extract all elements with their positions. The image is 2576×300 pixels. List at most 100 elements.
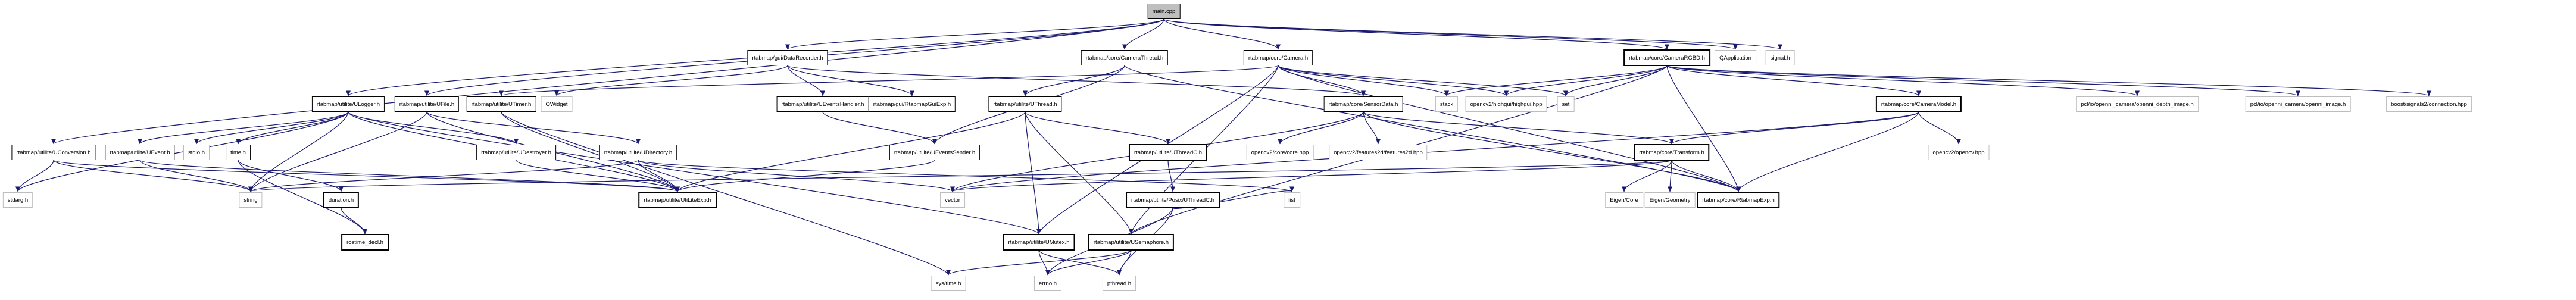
include-edge-camera-to-rtabmapexp bbox=[1278, 65, 1741, 192]
node-datarecorder[interactable]: rtabmap/gui/DataRecorder.h bbox=[747, 50, 828, 65]
include-edge-sensordata-to-transform bbox=[1363, 111, 1674, 145]
node-camera[interactable]: rtabmap/core/Camera.h bbox=[1243, 50, 1313, 65]
node-string: string bbox=[239, 192, 263, 208]
node-vector: vector bbox=[940, 192, 965, 208]
include-edge-main-to-uconversion bbox=[51, 18, 1164, 145]
node-umutex[interactable]: rtabmap/utilite/UMutex.h bbox=[1003, 234, 1075, 251]
include-edge-ulogger-to-umutex bbox=[348, 111, 1041, 235]
node-cameramodel[interactable]: rtabmap/core/CameraModel.h bbox=[1875, 96, 1962, 112]
node-main: main.cpp bbox=[1147, 4, 1181, 19]
node-utiliteexp[interactable]: rtabmap/utilite/UtiLiteExp.h bbox=[638, 192, 717, 208]
include-edge-uconversion-to-stdarg bbox=[15, 160, 54, 192]
node-ueventshandler[interactable]: rtabmap/utilite/UEventsHandler.h bbox=[776, 96, 869, 112]
include-edge-uconversion-to-utiliteexp bbox=[53, 160, 680, 192]
include-edge-camerargbd-to-boost-connection bbox=[1666, 65, 2431, 96]
include-edge-uthread-to-umutex bbox=[1025, 111, 1041, 235]
include-edge-transform-to-rtabmapexp bbox=[1671, 160, 1741, 192]
node-qapplication: QApplication bbox=[1715, 50, 1756, 65]
node-ueventssender[interactable]: rtabmap/utilite/UEventsSender.h bbox=[889, 145, 981, 160]
node-cv-opencv: opencv2/opencv.hpp bbox=[1928, 145, 1990, 160]
node-rtabmapguiexp[interactable]: rtabmap/gui/RtabmapGuiExp.h bbox=[868, 96, 956, 112]
node-udestroyer[interactable]: rtabmap/utilite/UDestroyer.h bbox=[476, 145, 556, 160]
include-edge-cameramodel-to-transform bbox=[1669, 111, 1919, 145]
node-posix-uthreadc[interactable]: rtabmap/utilite/Posix/UThreadC.h bbox=[1126, 192, 1220, 208]
include-edge-time-to-duration bbox=[238, 160, 344, 192]
include-edge-transform-to-vector bbox=[950, 160, 1672, 192]
include-edge-udirectory-to-vector bbox=[638, 160, 955, 192]
include-edge-uevent-to-utiliteexp bbox=[139, 160, 680, 192]
include-edge-camera-to-highgui bbox=[1278, 65, 1509, 96]
include-edge-udirectory-to-string bbox=[248, 160, 639, 192]
include-edge-uevent-to-string bbox=[139, 160, 253, 192]
node-pcl-image: pcl/io/openni_camera/openni_image.h bbox=[2245, 96, 2351, 112]
node-cv-core: opencv2/core/core.hpp bbox=[1246, 145, 1314, 160]
include-edge-camera-to-sensordata bbox=[1278, 65, 1366, 96]
node-uconversion[interactable]: rtabmap/utilite/UConversion.h bbox=[11, 145, 96, 160]
include-edge-sensordata-to-cv-core bbox=[1278, 111, 1364, 145]
include-edge-utimer-to-utiliteexp bbox=[501, 111, 680, 192]
node-stack: stack bbox=[1435, 96, 1459, 112]
include-edge-transform-to-eigen-core bbox=[1622, 160, 1672, 192]
node-eigen-geometry: Eigen/Geometry bbox=[1644, 192, 1696, 208]
node-uevent[interactable]: rtabmap/utilite/UEvent.h bbox=[105, 145, 175, 160]
node-errno: errno.h bbox=[1033, 276, 1062, 291]
node-duration[interactable]: duration.h bbox=[323, 192, 360, 208]
node-utimer[interactable]: rtabmap/utilite/UTimer.h bbox=[466, 96, 536, 112]
node-camerargbd[interactable]: rtabmap/core/CameraRGBD.h bbox=[1623, 49, 1710, 66]
include-edge-main-to-camerargbd bbox=[1163, 18, 1669, 50]
include-edge-datarecorder-to-ueventshandler bbox=[787, 65, 825, 96]
include-edge-camerathread-to-uthread bbox=[1023, 65, 1125, 96]
node-list: list bbox=[1284, 192, 1300, 208]
include-edge-uthreadc-to-posix-uthreadc bbox=[1167, 160, 1175, 192]
node-stdio: stdio.h bbox=[183, 145, 210, 160]
include-edge-camera-to-set bbox=[1278, 65, 1568, 96]
include-edge-udestroyer-to-utiliteexp bbox=[516, 160, 680, 192]
node-ulogger[interactable]: rtabmap/utilite/ULogger.h bbox=[311, 96, 385, 112]
node-rtabmapexp[interactable]: rtabmap/core/RtabmapExp.h bbox=[1697, 192, 1780, 208]
include-edge-datarecorder-to-qwidget bbox=[554, 65, 788, 96]
include-edge-ueventssender-to-utiliteexp bbox=[675, 160, 935, 192]
include-edge-ueventshandler-to-ueventssender bbox=[822, 111, 937, 145]
include-edge-main-to-camera bbox=[1163, 18, 1281, 50]
include-edge-main-to-signal bbox=[1163, 18, 1782, 50]
include-edge-uthread-to-uthreadc bbox=[1025, 111, 1170, 145]
node-boost-connection: boost/signals2/connection.hpp bbox=[2386, 96, 2472, 112]
node-sensordata[interactable]: rtabmap/core/SensorData.h bbox=[1323, 96, 1403, 112]
include-edge-ulogger-to-string bbox=[248, 111, 349, 192]
include-edge-ufile-to-string bbox=[248, 111, 427, 192]
include-edge-camera-to-utimer bbox=[499, 65, 1279, 96]
include-edge-camerargbd-to-pcl-image bbox=[1666, 65, 2300, 96]
include-edge-camera-to-stack bbox=[1278, 65, 1449, 96]
include-edge-umutex-to-pthread bbox=[1038, 249, 1122, 276]
node-sys-time: sys/time.h bbox=[931, 276, 966, 291]
node-ufile[interactable]: rtabmap/utilite/UFile.h bbox=[394, 96, 460, 112]
node-set: set bbox=[1557, 96, 1575, 112]
include-edge-cameramodel-to-vector bbox=[950, 111, 1919, 192]
include-edge-camerargbd-to-set bbox=[1563, 65, 1668, 96]
include-edge-sensordata-to-cv-features2d bbox=[1363, 111, 1381, 145]
node-uthreadc[interactable]: rtabmap/utilite/UThreadC.h bbox=[1128, 144, 1208, 161]
node-uthread[interactable]: rtabmap/utilite/UThread.h bbox=[988, 96, 1062, 112]
include-edge-ulogger-to-udestroyer bbox=[348, 111, 519, 145]
include-edge-camerathread-to-rtabmapexp bbox=[1124, 65, 1741, 192]
include-edge-usemaphore-to-pthread bbox=[1117, 249, 1132, 276]
include-edge-time-to-rostime-decl bbox=[238, 160, 367, 235]
include-edge-ulogger-to-stdarg bbox=[15, 111, 349, 192]
node-pthread: pthread.h bbox=[1102, 276, 1136, 291]
include-edge-uconversion-to-string bbox=[53, 160, 253, 192]
node-stdarg: stdarg.h bbox=[2, 192, 33, 208]
include-edge-cameramodel-to-cv-opencv bbox=[1918, 111, 1961, 145]
include-edge-main-to-qapplication bbox=[1163, 18, 1738, 50]
node-usemaphore[interactable]: rtabmap/utilite/USemaphore.h bbox=[1088, 234, 1175, 251]
node-pcl-depth: pcl/io/openni_camera/openni_depth_image.… bbox=[2076, 96, 2199, 112]
node-time[interactable]: time.h bbox=[226, 145, 251, 160]
node-cv-features2d: opencv2/features2d/features2d.hpp bbox=[1329, 145, 1428, 160]
node-highgui: opencv2/highgui/highgui.hpp bbox=[1465, 96, 1547, 112]
include-edge-camerargbd-to-stack bbox=[1444, 65, 1668, 96]
node-transform[interactable]: rtabmap/core/Transform.h bbox=[1634, 144, 1710, 161]
node-udirectory[interactable]: rtabmap/utilite/UDirectory.h bbox=[599, 145, 677, 160]
node-camerathread[interactable]: rtabmap/core/CameraThread.h bbox=[1081, 50, 1169, 65]
node-rostime-decl[interactable]: rostime_decl.h bbox=[341, 234, 389, 251]
node-eigen-core: Eigen/Core bbox=[1605, 192, 1643, 208]
